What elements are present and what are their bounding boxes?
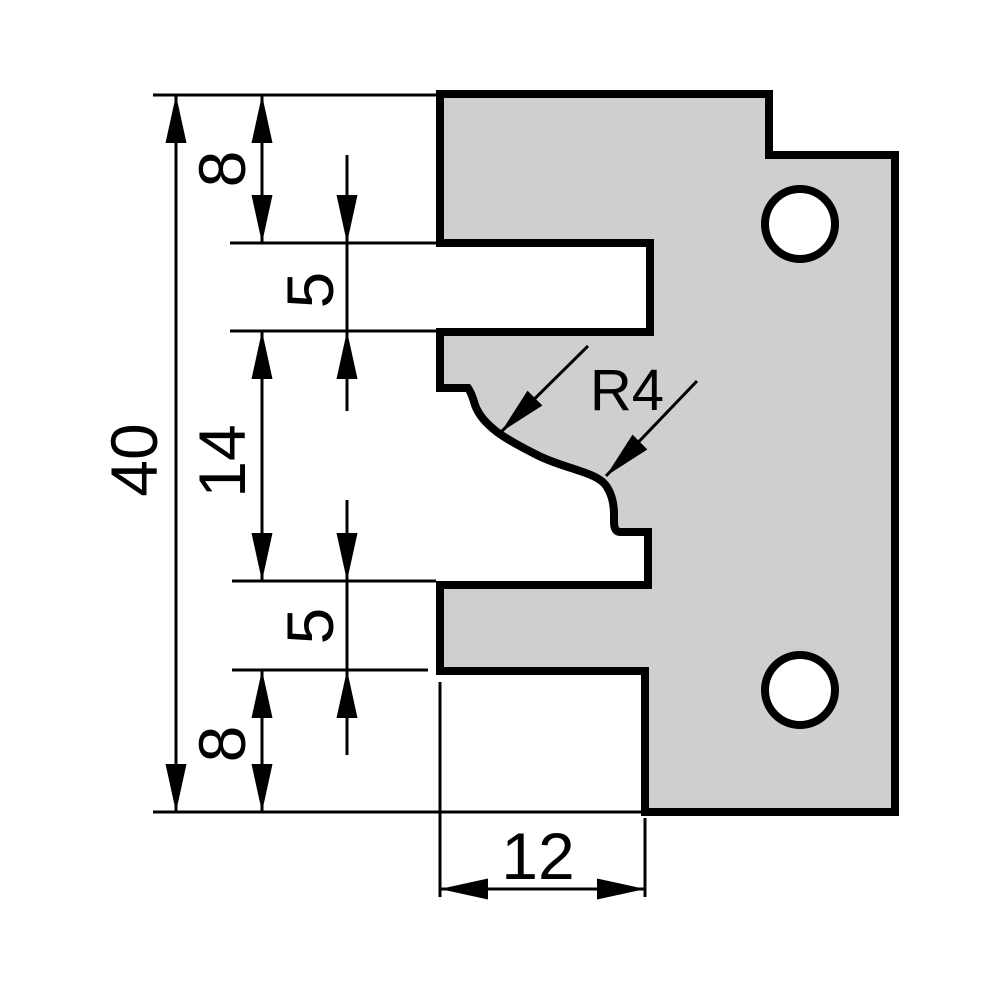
mounting-hole-bottom [761,651,839,729]
label-total-height: 40 [97,423,171,496]
extension-lines [153,93,647,897]
arrow-12-left [440,878,488,900]
label-notch-width: 12 [501,819,574,893]
part-outline [436,90,899,816]
arrow-5top-up [336,331,358,379]
dimension-labels: 40 8 5 14 5 8 12 R4 [97,151,664,893]
arrow-40-top [165,95,187,143]
label-profile-section: 14 [185,424,259,497]
arrow-5top-down [336,195,358,243]
label-upper-slot: 5 [273,272,347,309]
mounting-hole-top [761,185,839,263]
arrow-40-bottom [165,764,187,812]
arrow-8top-up [251,95,273,143]
part-cross-section [436,90,899,816]
arrow-8bot-up [251,670,273,718]
label-top-land: 8 [185,151,259,188]
arrow-12-right [597,878,645,900]
arrow-5bot-down [336,533,358,581]
arrow-5bot-up [336,670,358,718]
arrow-8top-down [251,195,273,243]
label-lower-tongue: 5 [273,608,347,645]
label-radius: R4 [590,358,664,423]
arrow-8bot-down [251,764,273,812]
label-bottom-relief: 8 [185,726,259,763]
arrow-14-up [251,331,273,379]
arrow-14-down [251,533,273,581]
